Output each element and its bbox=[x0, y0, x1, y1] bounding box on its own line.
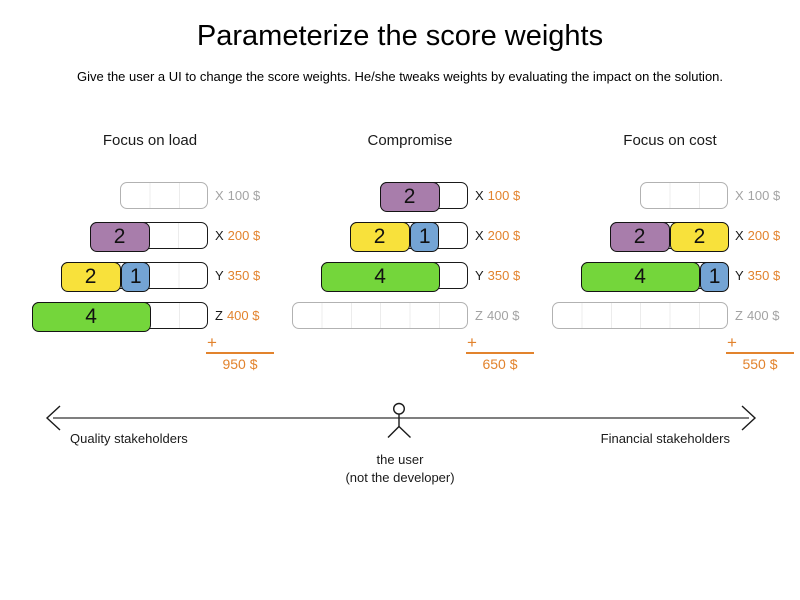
stakeholder-axis: Quality stakeholders Financial stakehold… bbox=[0, 395, 800, 500]
resource-price: 400 $ bbox=[746, 308, 780, 323]
resource-letter: X bbox=[215, 228, 224, 243]
plus-sign: + bbox=[727, 333, 737, 352]
resource-letter: X bbox=[215, 188, 224, 203]
panel-heading: Focus on load bbox=[102, 132, 198, 149]
resource-price: 100 $ bbox=[487, 188, 521, 203]
resource-price: 200 $ bbox=[747, 228, 781, 243]
page-title: Parameterize the score weights bbox=[196, 20, 604, 52]
weight-block: 2 bbox=[89, 221, 150, 252]
weight-row bbox=[552, 302, 728, 329]
resource-price: 100 $ bbox=[227, 188, 261, 203]
resource-price: 400 $ bbox=[486, 308, 520, 323]
resource-letter: X bbox=[475, 188, 484, 203]
weight-row bbox=[640, 182, 728, 209]
weight-row: 2 bbox=[89, 221, 208, 252]
sum-total: 950 $ bbox=[222, 356, 258, 372]
resource-price: 350 $ bbox=[227, 268, 261, 283]
weight-row: 2 bbox=[379, 181, 468, 212]
resource-letter: X bbox=[735, 228, 744, 243]
axis-left-label: Quality stakeholders bbox=[70, 431, 188, 446]
sum-line bbox=[206, 352, 274, 354]
resource-letter: X bbox=[735, 188, 744, 203]
weight-row bbox=[120, 182, 208, 209]
user-label-line1: the user bbox=[376, 452, 424, 467]
weight-block: 1 bbox=[121, 261, 151, 292]
sum-line bbox=[466, 352, 534, 354]
resource-price: 350 $ bbox=[747, 268, 781, 283]
resource-letter: Y bbox=[475, 268, 484, 283]
resource-price: 200 $ bbox=[487, 228, 521, 243]
panel-heading: Compromise bbox=[367, 132, 453, 149]
sum-block: +650 $ bbox=[466, 333, 534, 372]
weight-block: 2 bbox=[379, 181, 440, 212]
arrowhead-left-icon bbox=[45, 405, 61, 431]
plus-sign: + bbox=[207, 333, 217, 352]
resource-price: 350 $ bbox=[487, 268, 521, 283]
sum-total: 550 $ bbox=[742, 356, 778, 372]
weight-row: 4 bbox=[320, 261, 468, 292]
sum-block: +950 $ bbox=[206, 333, 274, 372]
resource-price: 100 $ bbox=[747, 188, 781, 203]
weight-row: 4 bbox=[31, 301, 208, 332]
weight-block: 2 bbox=[609, 221, 670, 252]
spectrum-arrow bbox=[45, 402, 757, 439]
weight-block: 4 bbox=[320, 261, 440, 292]
sum-total: 650 $ bbox=[482, 356, 518, 372]
user-stick-figure-icon bbox=[387, 402, 411, 439]
resource-letter: Z bbox=[475, 308, 483, 323]
panel-heading: Focus on cost bbox=[623, 132, 717, 149]
sum-block: +550 $ bbox=[726, 333, 794, 372]
resource-letter: Z bbox=[735, 308, 743, 323]
resource-price: 200 $ bbox=[227, 228, 261, 243]
arrowhead-right-icon bbox=[741, 405, 757, 431]
subtitle: Give the user a UI to change the score w… bbox=[76, 69, 724, 84]
weight-block: 2 bbox=[670, 221, 729, 252]
resource-letter: Z bbox=[215, 308, 223, 323]
weight-block: 2 bbox=[60, 261, 121, 292]
plus-sign: + bbox=[467, 333, 477, 352]
weight-block: 2 bbox=[349, 221, 410, 252]
resource-price: 400 $ bbox=[226, 308, 260, 323]
weight-block: 1 bbox=[700, 261, 729, 292]
sum-line bbox=[726, 352, 794, 354]
weight-block: 4 bbox=[580, 261, 700, 292]
resource-letter: Y bbox=[215, 268, 224, 283]
user-label: the user (not the developer) bbox=[0, 451, 800, 487]
weight-block: 4 bbox=[31, 301, 151, 332]
user-label-line2: (not the developer) bbox=[345, 470, 455, 485]
weight-row bbox=[292, 302, 468, 329]
axis-right-label: Financial stakeholders bbox=[600, 431, 730, 446]
resource-letter: Y bbox=[735, 268, 744, 283]
resource-letter: X bbox=[475, 228, 484, 243]
weight-block: 1 bbox=[410, 221, 440, 252]
